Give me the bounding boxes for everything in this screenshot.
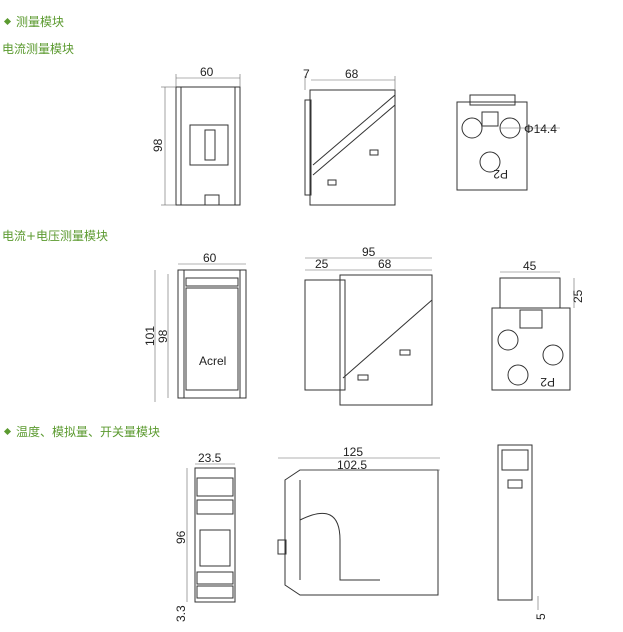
dim-side-a: 25 bbox=[315, 257, 329, 271]
dim-width: 60 bbox=[203, 251, 217, 265]
dim-side-a: 7 bbox=[303, 67, 310, 81]
dim-side-b: 68 bbox=[378, 257, 392, 271]
drawing-current-front: 60 98 bbox=[151, 65, 241, 206]
dim-bottom: 3.3 bbox=[174, 605, 188, 622]
dim-top-height: 25 bbox=[571, 289, 585, 303]
drawing-current-bottom: Φ14.4 P2 bbox=[456, 94, 560, 191]
drawing-cv-side: 95 25 68 bbox=[304, 245, 433, 406]
drawing-temp-side: 125 102.5 bbox=[277, 445, 440, 596]
dim-height-total: 101 bbox=[143, 326, 157, 346]
terminal-mark: P2 bbox=[493, 167, 508, 181]
dim-total: 95 bbox=[362, 245, 376, 259]
dim-hole: Φ14.4 bbox=[524, 122, 557, 136]
drawing-cv-bottom: 45 25 P2 bbox=[491, 259, 585, 391]
dim-side-b: 68 bbox=[345, 67, 359, 81]
drawing-temp-front: 23.5 96 3.3 bbox=[174, 451, 236, 622]
heading-text: 温度、模拟量、开关量模块 bbox=[16, 425, 161, 439]
dim-width: 23.5 bbox=[198, 451, 222, 465]
dim-width: 60 bbox=[200, 65, 214, 79]
section-heading-current-voltage: 电流+电压测量模块 bbox=[2, 229, 109, 243]
subheading-current-module: 电流测量模块 bbox=[2, 42, 75, 56]
dim-right: 5 bbox=[534, 613, 548, 620]
brand-logo: Acrel bbox=[199, 354, 226, 368]
dim-height: 96 bbox=[174, 530, 188, 544]
drawing-temp-end: 5 bbox=[497, 444, 548, 620]
heading-text: 测量模块 bbox=[16, 15, 65, 29]
dim-total: 125 bbox=[343, 445, 363, 459]
drawing-cv-front: Acrel 60 101 98 bbox=[143, 251, 247, 402]
section-heading-measurement: 测量模块 bbox=[2, 13, 64, 30]
section-heading-temperature: 温度、模拟量、开关量模块 bbox=[2, 423, 160, 440]
drawing-current-side: 7 68 bbox=[303, 67, 396, 206]
dim-top: 45 bbox=[523, 259, 537, 273]
dim-height: 98 bbox=[156, 329, 170, 343]
terminal-mark: P2 bbox=[540, 375, 555, 389]
dim-height: 98 bbox=[151, 138, 165, 152]
dim-inner: 102.5 bbox=[337, 458, 367, 472]
